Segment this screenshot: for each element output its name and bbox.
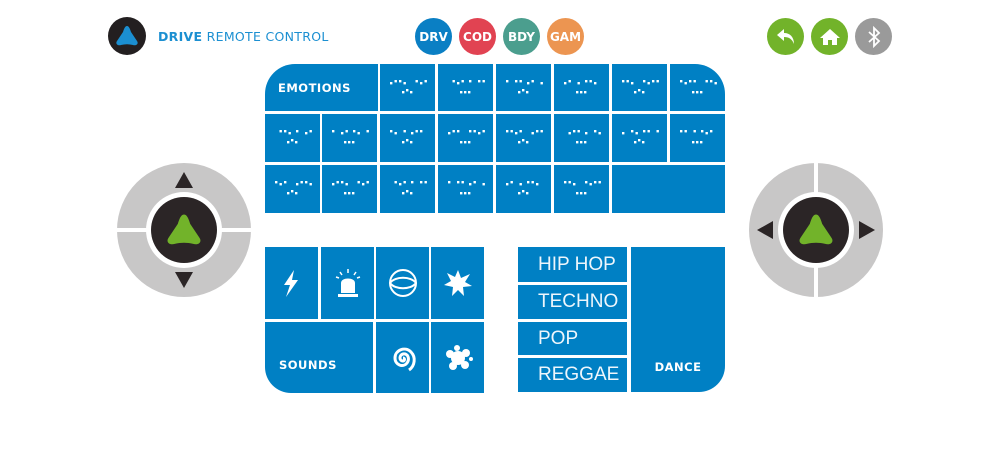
- led-face-icon: [679, 79, 717, 93]
- lightning-icon: [283, 270, 298, 297]
- splat-icon: [445, 344, 473, 370]
- joystick-knob[interactable]: [783, 197, 849, 263]
- mode-button-drv[interactable]: DRV: [415, 18, 452, 55]
- led-face-icon: [621, 79, 659, 93]
- led-face-icon: [389, 79, 427, 93]
- led-face-icon: [505, 79, 543, 93]
- emotion-face-button[interactable]: [670, 64, 725, 111]
- led-face-icon: [563, 79, 596, 93]
- bluetooth-button[interactable]: [855, 18, 892, 55]
- sound-button-spiral[interactable]: [376, 322, 429, 393]
- globe-icon: [388, 269, 417, 297]
- genre-button-pop[interactable]: POP: [518, 322, 627, 355]
- led-face-icon: [568, 130, 601, 144]
- led-face-icon: [621, 130, 659, 144]
- home-icon: [819, 28, 840, 45]
- joystick-knob[interactable]: [151, 197, 217, 263]
- up-arrow-icon[interactable]: [174, 171, 194, 189]
- siren-icon: [335, 269, 360, 297]
- emotion-face-button[interactable]: [322, 114, 377, 162]
- sound-button-lightning[interactable]: [265, 247, 318, 319]
- robot-logo-icon: [799, 214, 833, 245]
- emotion-face-button[interactable]: [554, 114, 609, 162]
- led-face-icon: [389, 130, 422, 144]
- sound-button-splat[interactable]: [431, 322, 484, 393]
- emotion-face-button[interactable]: [322, 165, 377, 213]
- led-face-icon: [274, 181, 312, 195]
- emotion-face-button[interactable]: [380, 165, 435, 213]
- led-face-icon: [447, 181, 485, 195]
- emotion-face-button[interactable]: [380, 64, 435, 111]
- mode-button-cod[interactable]: COD: [459, 18, 496, 55]
- spiral-icon: [392, 347, 416, 371]
- led-face-icon: [505, 181, 538, 195]
- genre-button-reggae[interactable]: REGGAE: [518, 358, 627, 392]
- home-button[interactable]: [811, 18, 848, 55]
- logo-icon: [116, 26, 138, 46]
- left-arrow-icon[interactable]: [756, 220, 774, 240]
- emotion-face-button[interactable]: [496, 114, 551, 162]
- left-joystick[interactable]: [117, 163, 251, 297]
- robot-logo-icon: [167, 214, 201, 245]
- sound-button-globe[interactable]: [376, 247, 429, 319]
- bluetooth-icon: [867, 25, 880, 48]
- right-joystick[interactable]: [749, 163, 883, 297]
- back-button[interactable]: [767, 18, 804, 55]
- emotion-face-button[interactable]: [612, 64, 667, 111]
- led-face-icon: [331, 181, 369, 195]
- emotion-face-button[interactable]: [438, 165, 493, 213]
- led-face-icon: [505, 130, 543, 144]
- emotion-face-button[interactable]: [438, 114, 493, 162]
- genre-button-hip-hop[interactable]: HIP HOP: [518, 247, 627, 282]
- emotion-face-button[interactable]: [265, 165, 320, 213]
- emotion-face-button[interactable]: [554, 165, 609, 213]
- right-arrow-icon[interactable]: [858, 220, 876, 240]
- genre-button-techno[interactable]: TECHNO: [518, 285, 627, 319]
- emotion-face-button[interactable]: [554, 64, 609, 111]
- led-face-icon: [279, 130, 312, 144]
- dance-button[interactable]: DANCE: [631, 247, 725, 392]
- page-title: DRIVE REMOTE CONTROL: [158, 29, 329, 44]
- led-face-icon: [447, 130, 485, 144]
- emotion-face-button[interactable]: [670, 114, 725, 162]
- led-face-icon: [452, 79, 485, 93]
- emotion-face-button[interactable]: [438, 64, 493, 111]
- down-arrow-icon[interactable]: [174, 271, 194, 289]
- logo: [108, 17, 146, 55]
- emotion-face-button[interactable]: [496, 64, 551, 111]
- emotion-face-button[interactable]: [380, 114, 435, 162]
- mode-button-bdy[interactable]: BDY: [503, 18, 540, 55]
- led-face-icon: [563, 181, 601, 195]
- led-face-icon: [394, 181, 427, 195]
- led-face-icon: [679, 130, 712, 144]
- emotion-empty-tile: [612, 165, 725, 213]
- emotion-face-button[interactable]: [265, 114, 320, 162]
- explosion-icon: [443, 270, 472, 296]
- emotion-face-button[interactable]: [496, 165, 551, 213]
- led-face-icon: [331, 130, 369, 144]
- sound-button-siren[interactable]: [321, 247, 374, 319]
- sounds-label-tile: SOUNDS: [265, 322, 373, 393]
- emotions-label-tile: EMOTIONS: [265, 64, 378, 111]
- mode-button-gam[interactable]: GAM: [547, 18, 584, 55]
- back-arrow-icon: [776, 28, 794, 44]
- sound-button-explosion[interactable]: [431, 247, 484, 319]
- emotion-face-button[interactable]: [612, 114, 667, 162]
